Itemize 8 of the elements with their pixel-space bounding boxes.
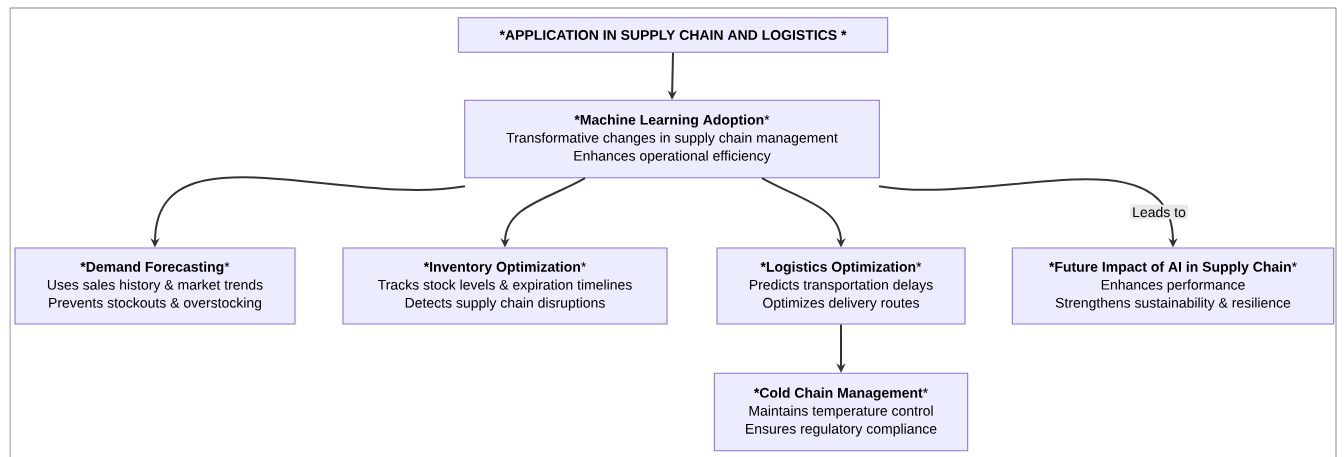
process-box: *Machine Learning Adoption* Transformative changes in supply chain management Enhances operational efficiency — [464, 99, 880, 179]
process-box: *Logistics Optimization* Predicts transportation delays Optimizes delivery routes — [716, 247, 966, 325]
edge-label: Leads to — [1130, 204, 1188, 220]
process-box: *Future Impact of AI in Supply Chain* Enhances performance Strengthens sustainability & resilience — [1011, 247, 1335, 325]
process-box: *Cold Chain Management* Maintains temperature control Ensures regulatory compliance — [713, 372, 969, 452]
process-box: *Inventory Optimization* Tracks stock levels & expiration timelines Detects supply chain disruptions — [342, 247, 668, 325]
process-box: *Demand Forecasting* Uses sales history & market trends Prevents stockouts & overstocking — [14, 247, 296, 325]
title-box: *APPLICATION IN SUPPLY CHAIN AND LOGISTICS * — [457, 17, 889, 53]
